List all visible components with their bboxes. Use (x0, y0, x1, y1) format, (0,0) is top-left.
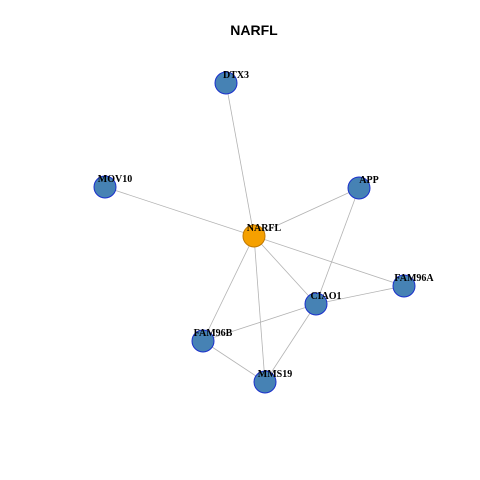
node-label-mms19: MMS19 (258, 369, 292, 380)
edges-layer (104, 82, 405, 383)
edge-narfl-ciao1 (253, 235, 317, 305)
edge-ciao1-mms19 (264, 303, 317, 383)
graph-title: NARFL (230, 22, 278, 38)
node-app[interactable] (347, 176, 371, 200)
edge-app-ciao1 (315, 187, 360, 305)
nodes-layer (93, 71, 416, 394)
node-mms19[interactable] (253, 370, 277, 394)
node-narfl[interactable] (242, 224, 266, 248)
edge-fam96b-mms19 (202, 340, 266, 383)
edge-ciao1-fam96a (315, 285, 405, 305)
node-mov10[interactable] (93, 175, 117, 199)
edge-narfl-mms19 (253, 235, 266, 383)
node-label-fam96a: FAM96A (394, 273, 434, 284)
edge-narfl-fam96b (202, 235, 255, 342)
edge-narfl-mov10 (104, 186, 255, 237)
edge-narfl-dtx3 (225, 82, 255, 237)
node-ciao1[interactable] (304, 292, 328, 316)
node-dtx3[interactable] (214, 71, 238, 95)
edge-narfl-fam96a (253, 235, 405, 287)
node-fam96a[interactable] (392, 274, 416, 298)
node-label-ciao1: CIAO1 (310, 291, 341, 302)
node-label-dtx3: DTX3 (223, 70, 249, 81)
node-label-fam96b: FAM96B (194, 328, 233, 339)
node-label-app: APP (359, 175, 378, 186)
node-label-mov10: MOV10 (98, 174, 132, 185)
edge-ciao1-fam96b (202, 303, 317, 342)
node-label-narfl: NARFL (247, 223, 282, 234)
edge-narfl-app (253, 187, 360, 237)
node-fam96b[interactable] (191, 329, 215, 353)
